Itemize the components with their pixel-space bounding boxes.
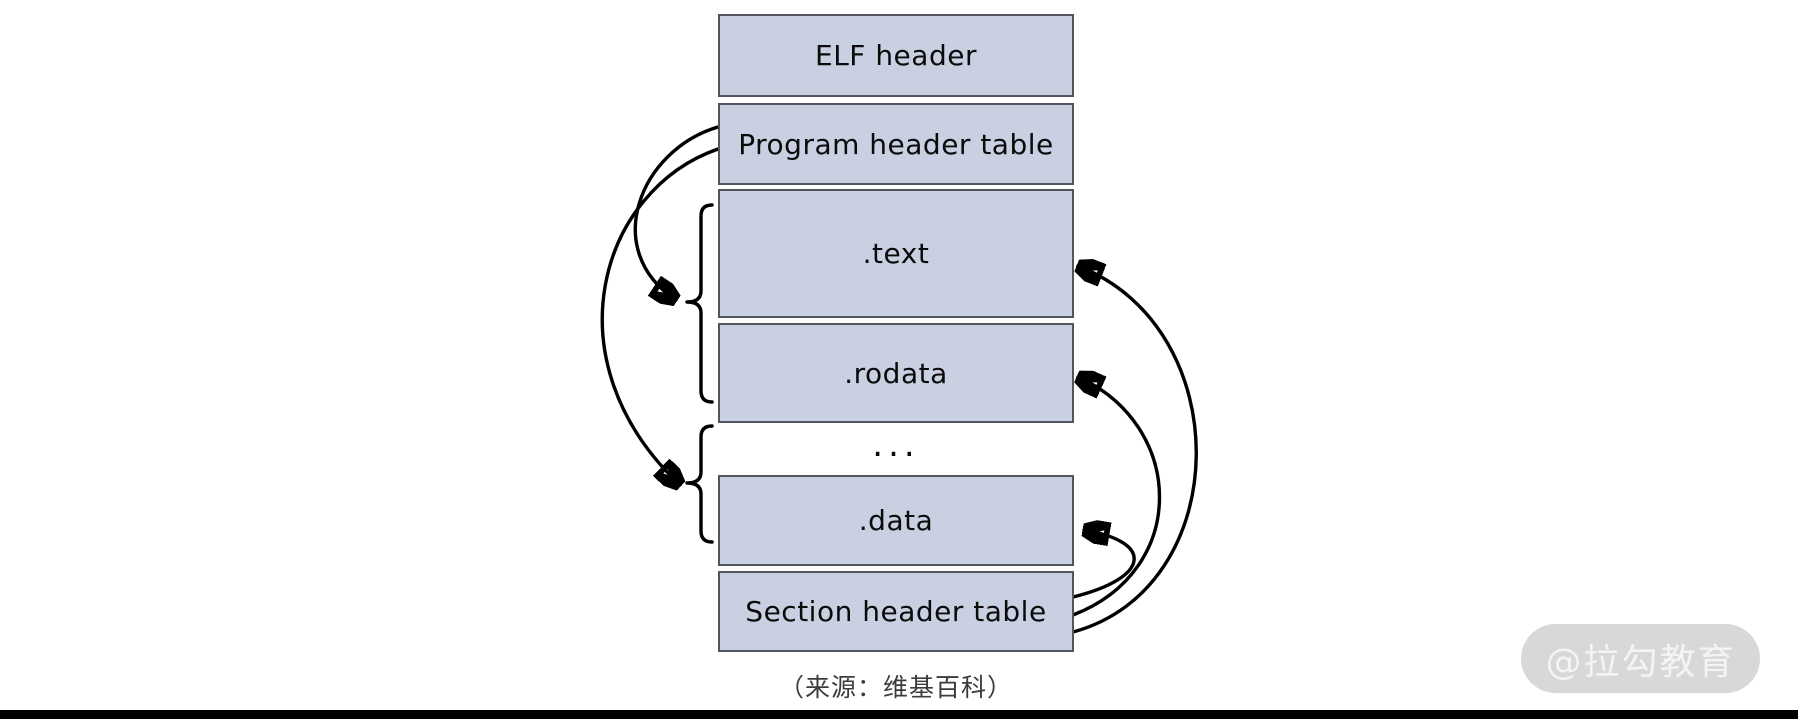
watermark-text: @拉勾教育 [1545, 641, 1736, 683]
box-data-section-label: .data [858, 504, 934, 537]
box-section-header-table-label: Section header table [745, 595, 1047, 628]
box-program-header-table: Program header table [718, 103, 1074, 185]
arrow-section-to-text [1071, 266, 1198, 634]
box-program-header-table-label: Program header table [738, 127, 1054, 161]
box-text-section-label: .text [862, 237, 930, 270]
arrow-program-to-ellipsis-data [600, 147, 720, 485]
ellipsis-row: ... [872, 425, 920, 465]
box-section-header-table: Section header table [718, 571, 1074, 652]
arrow-program-to-text-rodata [633, 125, 720, 300]
source-caption: （来源：维基百科） [778, 673, 1013, 702]
arrow-section-to-data [1071, 530, 1136, 599]
arrow-section-to-rodata [1071, 377, 1162, 617]
box-rodata-section: .rodata [718, 323, 1074, 423]
watermark-badge: @拉勾教育 [1521, 624, 1760, 693]
brace-text-rodata-icon [685, 203, 714, 404]
box-elf-header-label: ELF header [815, 39, 977, 72]
box-data-section: .data [718, 475, 1074, 566]
box-text-section: .text [718, 189, 1074, 318]
bottom-bar [0, 710, 1798, 719]
brace-ellipsis-data-icon [685, 424, 714, 544]
box-elf-header: ELF header [718, 14, 1074, 97]
box-rodata-section-label: .rodata [844, 356, 948, 390]
